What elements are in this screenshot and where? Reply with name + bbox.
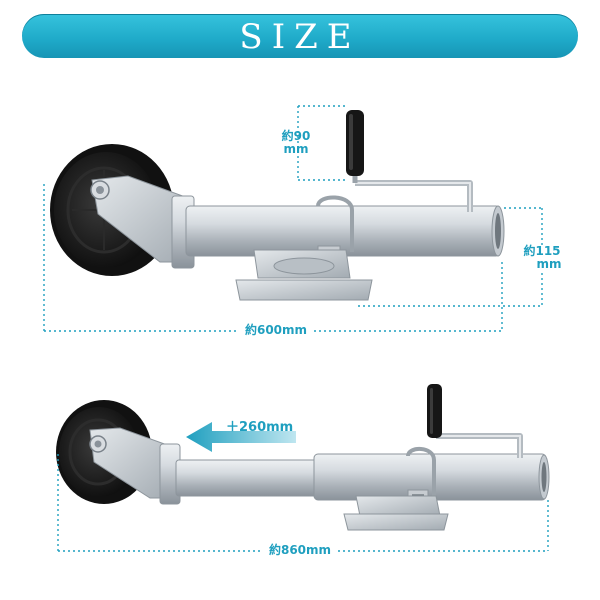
top-jack (50, 110, 505, 301)
bottom-jack (56, 384, 550, 531)
tube-height-unit: mm (536, 257, 562, 271)
bottom-outer-tube (313, 453, 547, 501)
tube-height-label: 約115 mm (514, 245, 570, 271)
size-banner: SIZE (22, 14, 578, 58)
top-dimension-lines (43, 105, 543, 332)
top-tube (185, 205, 501, 257)
bottom-crank-handle (427, 384, 523, 458)
tube-height-value: 約115 (523, 244, 561, 258)
top-crank-handle (346, 110, 473, 212)
handle-height-unit: mm (283, 142, 309, 156)
extension-label: ＋260mm (226, 420, 294, 435)
bottom-total-length-label: 約860mm (262, 544, 338, 557)
handle-height-label: 約90 mm (276, 130, 316, 156)
bottom-base-plate (343, 495, 449, 531)
handle-height-value: 約90 (281, 129, 311, 143)
banner-title: SIZE (239, 17, 361, 57)
top-base-plate (235, 249, 373, 301)
extension-arrow (186, 422, 296, 452)
top-total-length-label: 約600mm (238, 324, 314, 337)
bottom-inner-tube (175, 459, 319, 497)
